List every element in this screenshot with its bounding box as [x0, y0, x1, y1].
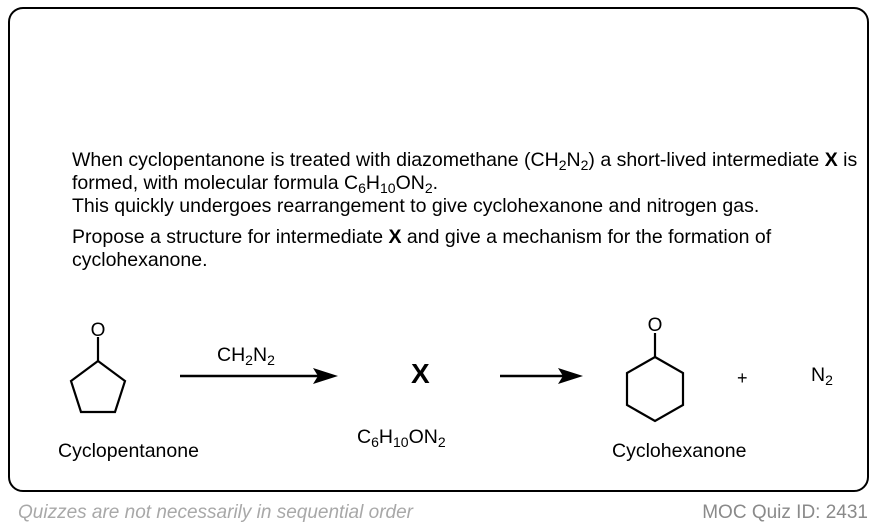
text: N	[252, 344, 268, 366]
reagent-label: CH2N2	[217, 344, 275, 367]
subscript: 2	[558, 156, 567, 173]
subscript: 2	[267, 351, 275, 368]
text: and give a mechanism for the formation o…	[72, 226, 772, 271]
question-paragraph-3: Propose a structure for intermediate X a…	[72, 226, 862, 272]
plus-sign: +	[737, 368, 748, 388]
text: C	[357, 426, 372, 448]
reaction-arrow-2	[500, 368, 583, 384]
nitrogen-byproduct: N2	[811, 364, 833, 387]
text: ) a short-lived intermediate	[588, 149, 825, 171]
text: is formed, with molecular formula C	[72, 149, 858, 194]
cyclohexanone-structure	[625, 333, 685, 423]
text: H	[378, 426, 393, 448]
subscript: 2	[580, 156, 589, 173]
subscript: 2	[825, 371, 833, 388]
text: ON	[395, 172, 425, 194]
cyclohexane-ring	[625, 355, 685, 423]
product-oxygen-atom: O	[648, 315, 663, 336]
intermediate-x-label: X	[411, 358, 430, 389]
subscript: 10	[393, 433, 409, 450]
cyclopentanone-structure	[69, 337, 127, 414]
reactant-name-label: Cyclopentanone	[58, 440, 199, 462]
intermediate-x-bold: X	[388, 226, 402, 248]
text: When cyclopentanone is treated with diaz…	[72, 149, 559, 171]
question-text: When cyclopentanone is treated with diaz…	[72, 149, 862, 272]
intermediate-x-bold: X	[824, 149, 838, 171]
text: .	[432, 172, 439, 194]
product-name-label: Cyclohexanone	[612, 440, 747, 462]
arrow-head	[558, 368, 583, 384]
subscript: 6	[358, 179, 366, 196]
question-paragraph-1: When cyclopentanone is treated with diaz…	[72, 149, 862, 195]
subscript: 2	[245, 351, 253, 368]
quiz-card	[8, 7, 869, 492]
cyclopentane-ring	[69, 359, 127, 414]
question-paragraph-2: This quickly undergoes rearrangement to …	[72, 195, 760, 217]
subscript: 6	[371, 433, 379, 450]
text: CH	[217, 344, 246, 366]
subscript: 2	[424, 179, 433, 196]
arrow-head	[313, 368, 338, 384]
reactant-oxygen-atom: O	[91, 320, 106, 341]
reaction-arrow-1	[180, 368, 338, 384]
text: ON	[408, 426, 438, 448]
text: N	[566, 149, 581, 171]
subscript: 2	[437, 433, 446, 450]
text: N	[811, 364, 826, 386]
text: H	[365, 172, 380, 194]
intermediate-formula: C6H10ON2	[357, 426, 446, 449]
subscript: 10	[380, 179, 396, 196]
quiz-id: MOC Quiz ID: 2431	[702, 502, 868, 523]
text: Propose a structure for intermediate	[72, 226, 389, 248]
footer-note: Quizzes are not necessarily in sequentia…	[18, 502, 413, 523]
